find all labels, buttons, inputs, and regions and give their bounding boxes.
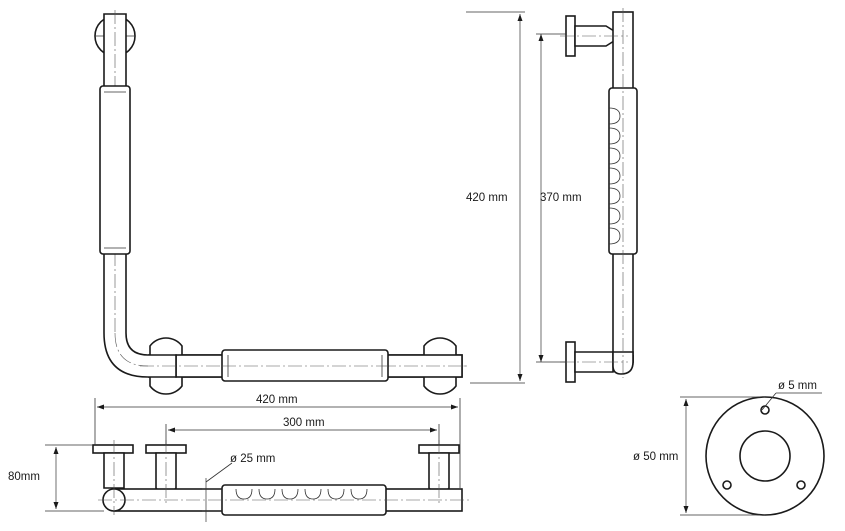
bottom-width-dimension: 420 mm (94, 394, 461, 488)
bottom-width-label: 420 mm (256, 394, 298, 406)
side-grip-ridges (608, 107, 621, 245)
bottom-inner-width-label: 300 mm (283, 417, 325, 429)
bottom-inner-width-dimension: 300 mm (165, 417, 440, 445)
plate-diameter-dimension: ø 50 mm (633, 396, 765, 516)
plate-detail: ø 5 mm (705, 380, 825, 516)
hole-diameter-label: ø 5 mm (778, 380, 817, 392)
front-view (94, 10, 470, 395)
plate-hole-right (796, 480, 806, 490)
side-inner-height-dimension: 370 mm (536, 33, 582, 363)
bottom-grip-ridges (235, 488, 368, 500)
side-view (560, 8, 638, 383)
front-tube-outline (103, 13, 463, 378)
front-height-dimension: 420 mm (466, 11, 525, 384)
bottom-view (92, 440, 470, 516)
plate-inner (739, 430, 791, 482)
bottom-depth-dimension: 80mm (8, 444, 104, 512)
plate-hole-left (722, 480, 732, 490)
front-horizontal-grip (221, 349, 389, 382)
plate-diameter-label: ø 50 mm (633, 451, 678, 463)
front-vertical-grip (99, 85, 131, 255)
tube-diameter-dimension: ø 25 mm (202, 453, 275, 522)
tube-diameter-label: ø 25 mm (230, 453, 275, 465)
front-height-label: 420 mm (466, 192, 508, 204)
bottom-depth-label: 80mm (8, 471, 40, 483)
bottom-plate-left (92, 444, 134, 454)
side-inner-height-label: 370 mm (540, 192, 582, 204)
